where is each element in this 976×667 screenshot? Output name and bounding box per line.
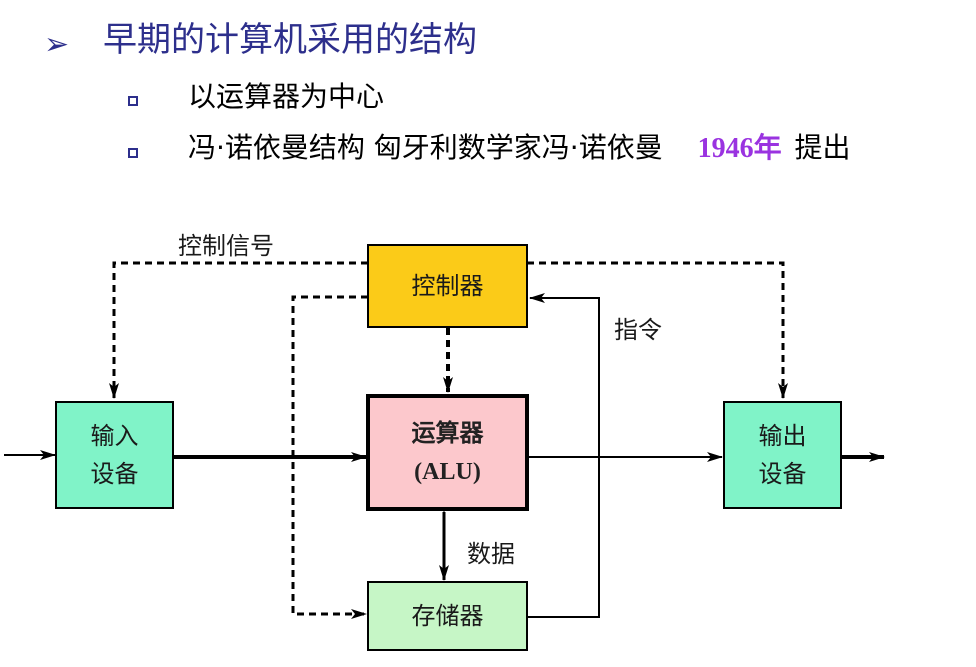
alu-box: 运算器 (ALU) [366,394,529,511]
square-bullet-icon [128,148,138,158]
input-device-box: 输入 设备 [55,401,174,509]
controller-label: 控制器 [411,271,484,300]
bullet-item-1: 以运算器为中心 [188,80,385,113]
square-bullet-icon [128,96,138,106]
instruction-label: 指令 [614,316,662,344]
instruction-line [528,293,600,618]
controller-box: 控制器 [367,244,528,328]
output-device-box: 输出 设备 [723,401,842,509]
year-highlight: 1946年 [697,133,782,164]
arrow-bullet-icon: ➢ [44,27,70,62]
memory-label: 存储器 [411,601,484,630]
output-device-label-2: 设备 [758,460,807,488]
bullet-item-2: 冯·诺依曼结构 匈牙利数学家冯·诺依曼 1946年 提出 [188,131,851,166]
data-label: 数据 [467,540,515,568]
control-signal-to-output-line [527,261,788,399]
control-signal-to-input-line [109,261,368,399]
memory-box: 存储器 [367,581,528,651]
output-device-label-1: 输出 [758,421,807,450]
alu-label: 运算器 [411,419,484,448]
bullet-item-2-text: 冯·诺依曼结构 匈牙利数学家冯·诺依曼 [188,131,663,164]
page-title: 早期的计算机采用的结构 [103,20,477,60]
input-device-label-1: 输入 [90,421,139,450]
input-device-label-2: 设备 [90,460,139,488]
control-signal-label: 控制信号 [178,232,274,260]
bullet-item-2-tail: 提出 [794,131,851,164]
alu-sublabel: (ALU) [414,458,481,485]
